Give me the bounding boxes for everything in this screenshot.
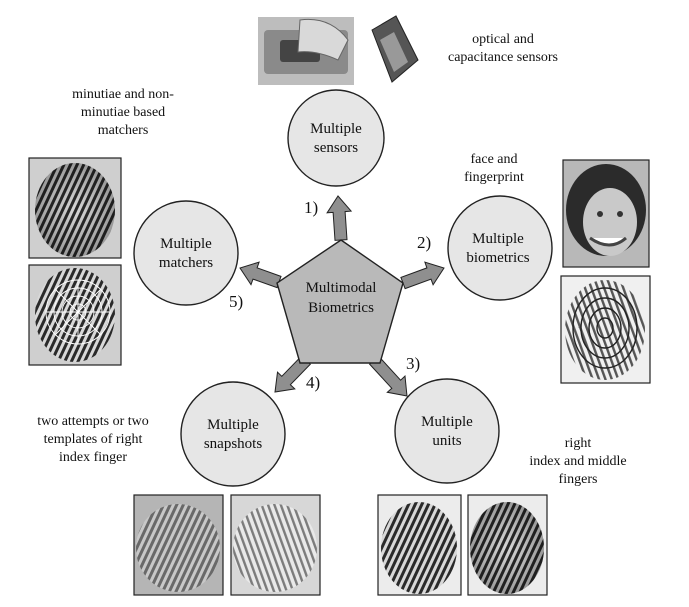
caption-matchers-line-2: minutiae based <box>81 105 165 120</box>
caption-units-line-1: right <box>565 436 592 451</box>
biometric-fingerprint-image <box>560 275 651 384</box>
arrow-to-biometrics <box>400 261 445 290</box>
capacitance-sensor-photo <box>366 14 426 86</box>
node-snapshots-label-1: Multiple <box>207 417 259 433</box>
node-matchers-label-1: Multiple <box>160 236 212 252</box>
caption-matchers-line-3: matchers <box>98 123 149 138</box>
node-snapshots-number: 4) <box>306 373 320 392</box>
arrow-to-matchers <box>239 261 282 289</box>
arrows <box>239 195 445 397</box>
snapshot-fingerprint-image-1 <box>133 494 224 596</box>
caption-snapshots-line-2: templates of right <box>44 432 143 447</box>
node-units-label-1: Multiple <box>421 414 473 430</box>
arrow-to-sensors <box>326 195 353 241</box>
caption-biometrics-line-1: face and <box>470 152 517 167</box>
node-units-label-2: units <box>432 433 461 449</box>
caption-biometrics: face and fingerprint <box>464 152 524 185</box>
caption-snapshots-line-1: two attempts or two <box>37 414 149 429</box>
arrow-to-snapshots <box>274 355 312 393</box>
caption-units: right index and middle fingers <box>529 436 626 487</box>
caption-sensors-line-2: capacitance sensors <box>448 50 558 65</box>
node-biometrics-number: 2) <box>417 233 431 252</box>
matcher-fingerprint-image-2 <box>28 264 122 366</box>
caption-units-line-3: fingers <box>559 472 598 487</box>
caption-sensors: optical and capacitance sensors <box>448 32 558 65</box>
face-photo <box>562 159 650 268</box>
node-biometrics-label-2: biometrics <box>466 250 529 266</box>
node-snapshots: Multiple snapshots <box>180 381 286 487</box>
node-snapshots-label-2: snapshots <box>204 436 263 452</box>
node-matchers: Multiple matchers <box>133 200 239 306</box>
node-sensors: Multiple sensors <box>287 89 385 187</box>
caption-biometrics-line-2: fingerprint <box>464 170 524 185</box>
caption-sensors-line-1: optical and <box>472 32 534 47</box>
center-pentagon <box>276 239 404 364</box>
matcher-fingerprint-image-1 <box>28 157 122 259</box>
caption-units-line-2: index and middle <box>529 454 626 469</box>
node-units-number: 3) <box>406 354 420 373</box>
unit-fingerprint-image-2 <box>467 494 548 596</box>
node-sensors-number: 1) <box>304 198 318 217</box>
node-sensors-label-1: Multiple <box>310 121 362 137</box>
node-units: Multiple units <box>394 378 500 484</box>
snapshot-fingerprint-image-2 <box>230 494 321 596</box>
node-matchers-label-2: matchers <box>159 255 213 271</box>
optical-sensor-photo <box>258 17 354 85</box>
unit-fingerprint-image-1 <box>377 494 462 596</box>
node-matchers-number: 5) <box>229 292 243 311</box>
node-biometrics-label-1: Multiple <box>472 231 524 247</box>
node-sensors-label-2: sensors <box>314 140 358 156</box>
node-biometrics: Multiple biometrics <box>447 195 553 301</box>
caption-matchers-line-1: minutiae and non- <box>72 87 174 102</box>
caption-matchers: minutiae and non- minutiae based matcher… <box>72 87 174 138</box>
arrow-to-units <box>368 355 408 397</box>
caption-snapshots: two attempts or two templates of right i… <box>37 414 149 465</box>
caption-snapshots-line-3: index finger <box>59 450 127 465</box>
center-label-line1: Multimodal <box>306 280 377 296</box>
center-label-line2: Biometrics <box>308 300 374 316</box>
